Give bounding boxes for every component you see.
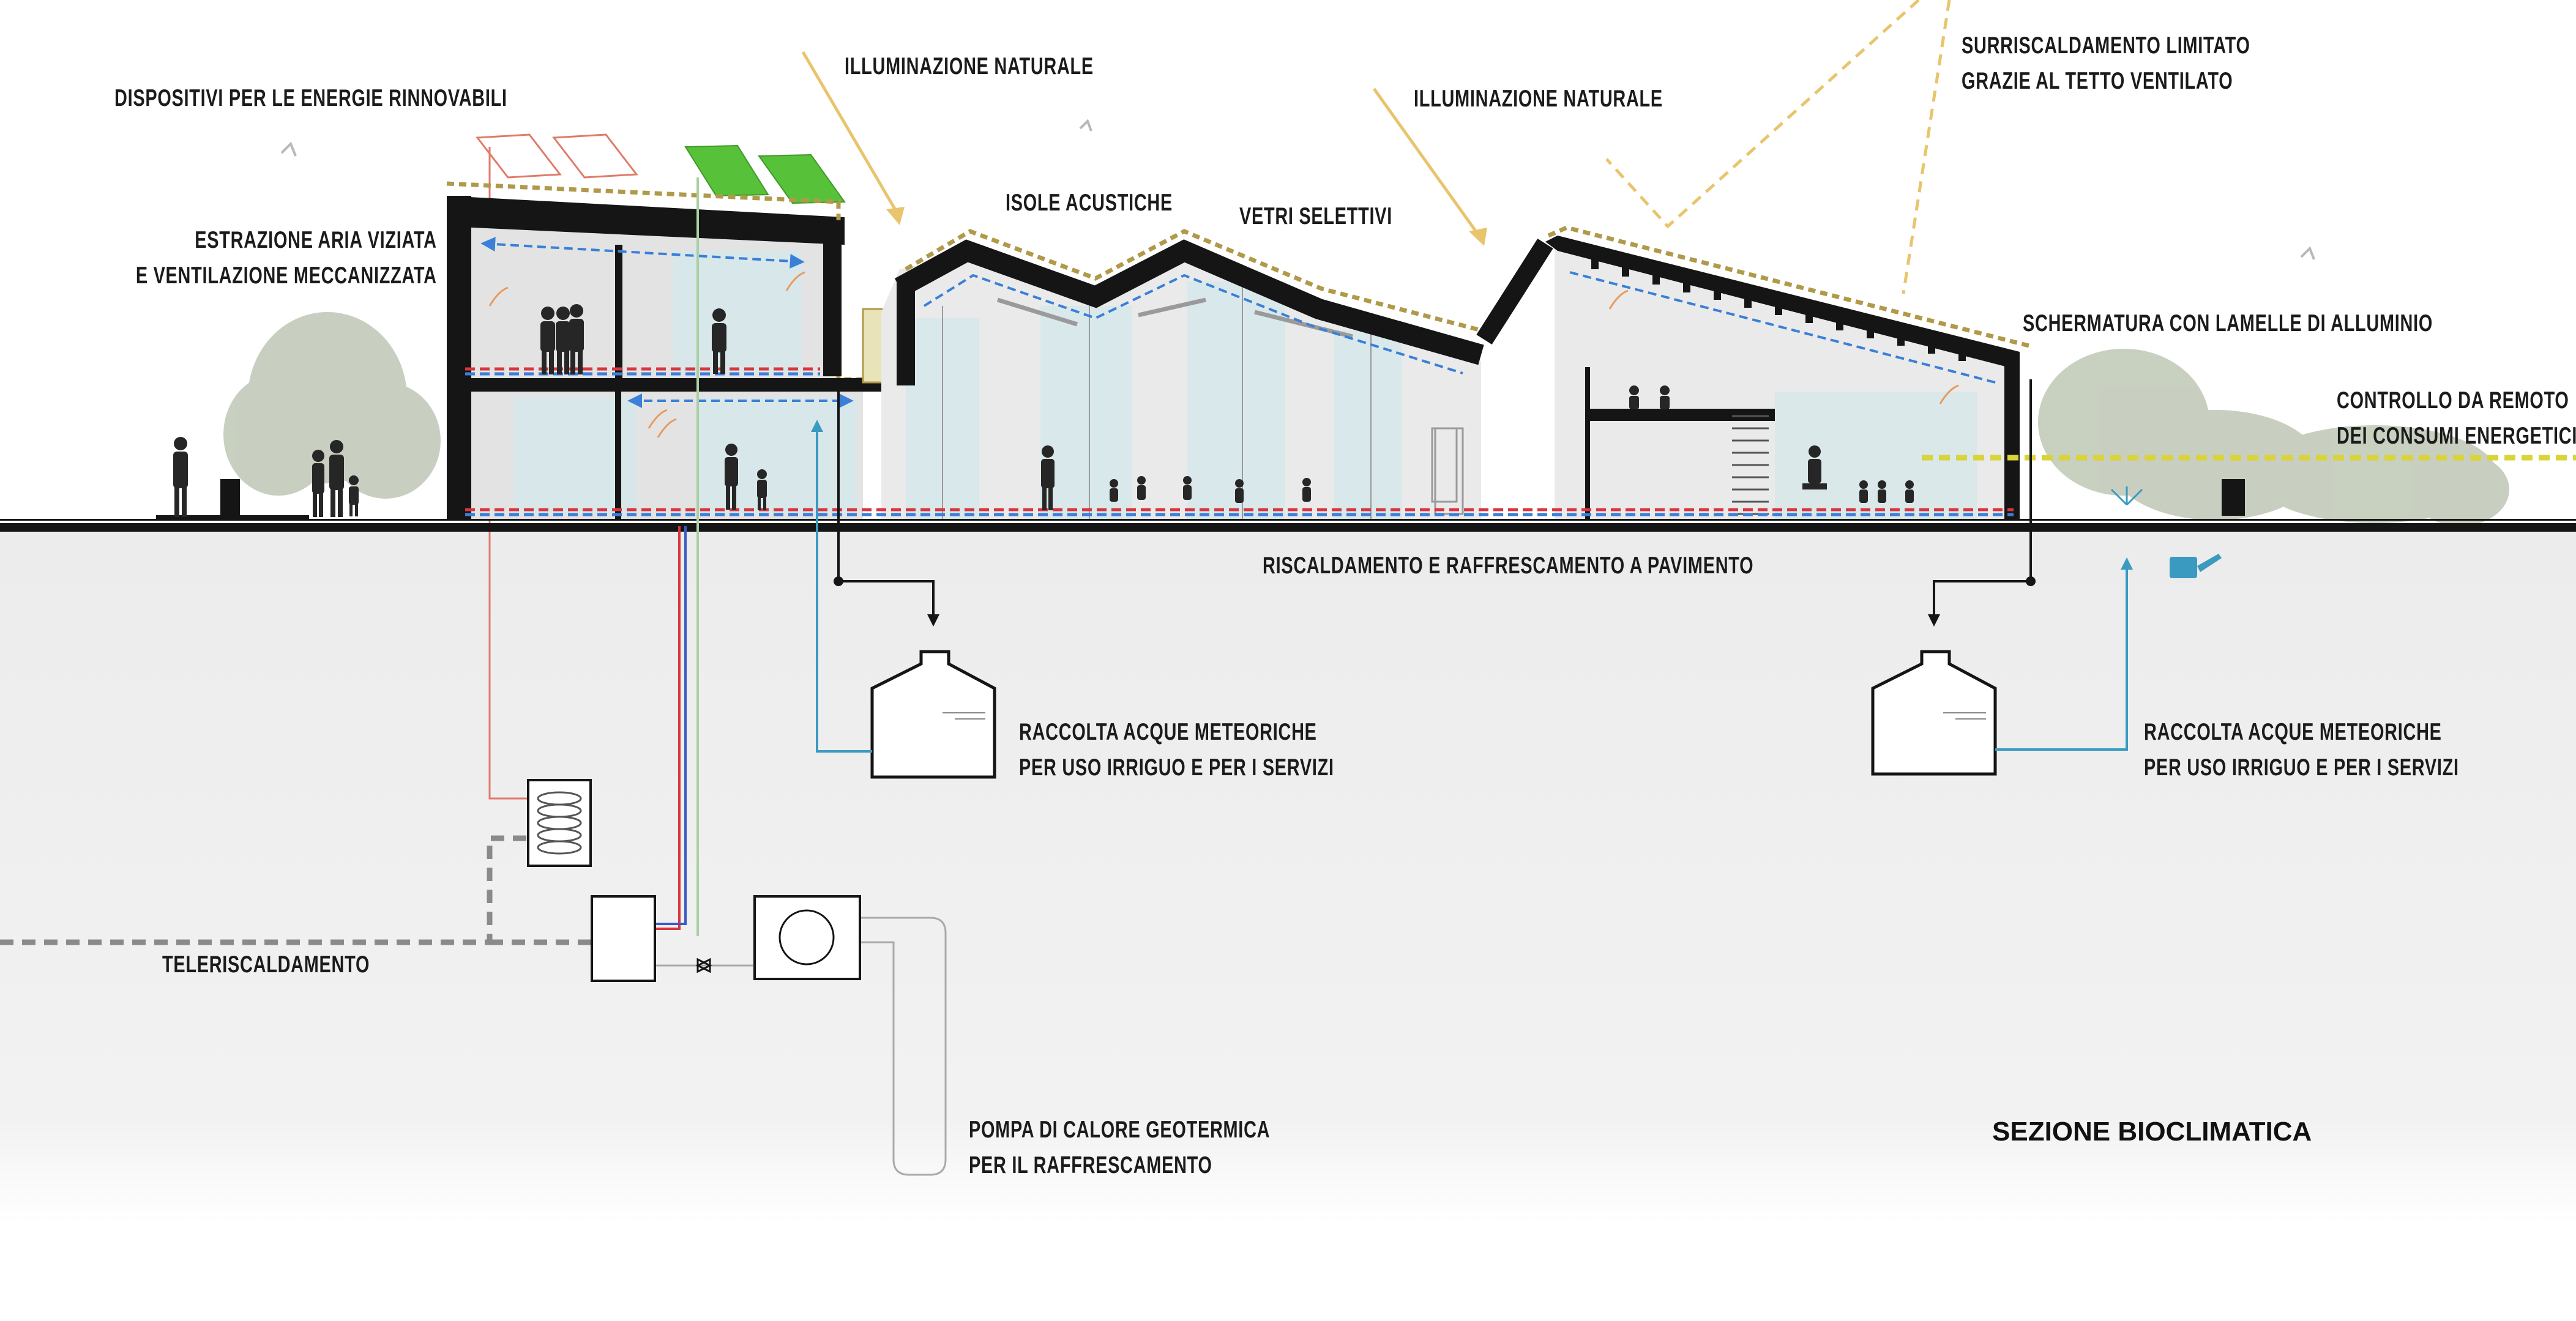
label-remote-control-line2: DEI CONSUMI ENERGETICI xyxy=(2337,423,2576,449)
label-rainwater-1-line2: PER USO IRRIGUO E PER I SERVIZI xyxy=(1019,754,1334,781)
label-remote-control: CONTROLLO DA REMOTO DEI CONSUMI ENERGETI… xyxy=(2337,383,2576,454)
sun-rays xyxy=(801,0,1951,294)
label-acoustic-islands: ISOLE ACUSTICHE xyxy=(1006,190,1173,216)
left-building xyxy=(446,181,894,520)
label-air-extraction-line2: E VENTILAZIONE MECCANIZZATA xyxy=(136,262,437,289)
heat-exchanger-box xyxy=(591,895,656,982)
label-heat-pump-line2: PER IL RAFFRESCAMENTO xyxy=(969,1152,1212,1178)
diagram-title: SEZIONE BIOCLIMATICA xyxy=(1992,1117,2312,1147)
label-remote-control-line1: CONTROLLO DA REMOTO xyxy=(2337,387,2569,414)
label-rainwater-collection-1: RACCOLTA ACQUE METEORICHE PER USO IRRIGU… xyxy=(1019,715,1334,786)
trees-left xyxy=(223,312,441,499)
watering-can xyxy=(2170,554,2222,578)
rain-downpipes xyxy=(837,379,2032,627)
label-limited-overheating-line1: SURRISCALDAMENTO LIMITATO xyxy=(1962,32,2250,59)
ground-line xyxy=(0,523,2576,532)
rainwater-tank-2 xyxy=(1871,650,1997,776)
warm-air-arrows xyxy=(488,271,1959,438)
district-heating-line xyxy=(0,835,591,945)
label-heat-pump-line1: POMPA DI CALORE GEOTERMICA xyxy=(969,1117,1271,1143)
ground-edge xyxy=(156,515,309,519)
label-natural-lighting-2: ILLUMINAZIONE NATURALE xyxy=(1414,86,1663,112)
label-rainwater-collection-2: RACCOLTA ACQUE METEORICHE PER USO IRRIGU… xyxy=(2144,715,2459,786)
people-silhouettes xyxy=(173,304,1914,517)
floor-heating-lines xyxy=(465,367,2014,516)
central-hall xyxy=(881,229,1494,520)
label-rainwater-1-line1: RACCOLTA ACQUE METEORICHE xyxy=(1019,719,1317,745)
label-rainwater-2-line1: RACCOLTA ACQUE METEORICHE xyxy=(2144,719,2442,745)
label-renewable-devices: DISPOSITIVI PER LE ENERGIE RINNOVABILI xyxy=(114,85,507,111)
label-air-extraction-line1: ESTRAZIONE ARIA VIZIATA xyxy=(195,227,437,253)
air-flow-lines xyxy=(480,237,1996,408)
ground-fill xyxy=(0,532,2576,1224)
solar-thermal-panels xyxy=(476,133,638,179)
photovoltaic-panels xyxy=(684,144,846,204)
label-air-extraction: ESTRAZIONE ARIA VIZIATA E VENTILAZIONE M… xyxy=(136,223,437,294)
sun-ray-arrowheads xyxy=(886,207,1487,246)
water-pipes xyxy=(811,420,2133,753)
aluminium-louvers xyxy=(1591,257,1966,361)
label-geothermal-heat-pump: POMPA DI CALORE GEOTERMICA PER IL RAFFRE… xyxy=(969,1112,1270,1183)
label-natural-lighting-1: ILLUMINAZIONE NATURALE xyxy=(845,53,1094,80)
label-floor-heating: RISCALDAMENTO E RAFFRESCAMENTO A PAVIMEN… xyxy=(1263,553,1754,579)
label-aluminium-shading: SCHERMATURA CON LAMELLE DI ALLUMINIO xyxy=(2023,310,2433,337)
label-limited-overheating-line2: GRAZIE AL TETTO VENTILATO xyxy=(1962,68,2233,94)
right-building xyxy=(1434,225,2029,520)
label-district-heating: TELERISCALDAMENTO xyxy=(162,951,370,978)
valve xyxy=(695,958,712,973)
label-rainwater-2-line2: PER USO IRRIGUO E PER I SERVIZI xyxy=(2144,754,2459,781)
birds xyxy=(280,119,2315,260)
label-selective-glass: VETRI SELETTIVI xyxy=(1239,203,1393,229)
geothermal-loop xyxy=(655,917,947,1176)
rainwater-tank-1 xyxy=(870,650,996,779)
label-limited-overheating: SURRISCALDAMENTO LIMITATO GRAZIE AL TETT… xyxy=(1962,28,2250,99)
trees-right xyxy=(2038,349,2509,526)
heat-distribution-pipes xyxy=(655,177,699,936)
